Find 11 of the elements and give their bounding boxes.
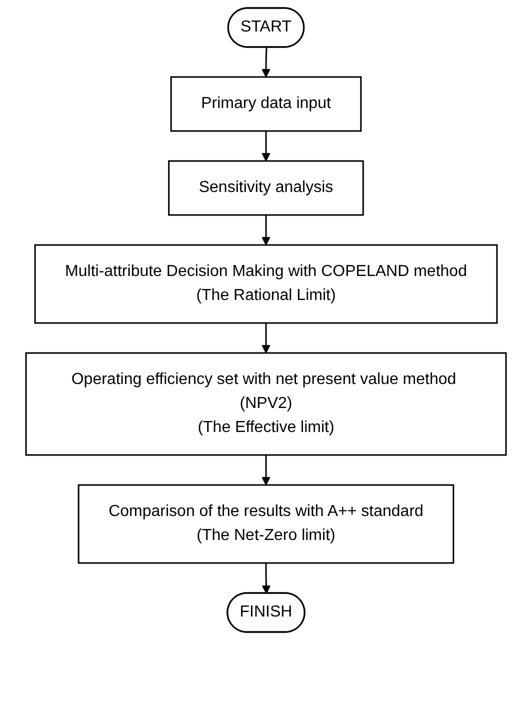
arrow <box>261 131 270 162</box>
arrow <box>261 455 270 486</box>
arrow <box>261 323 270 354</box>
node-box: Comparison of the results with A++ standard (The Net-Zero limit) <box>77 484 454 564</box>
arrow <box>261 215 270 246</box>
node-box: Sensitivity analysis <box>168 160 364 216</box>
node-box: Primary data input <box>170 76 362 132</box>
node-box: Multi-attribute Decision Making with COPELAND method (The Rational Limit) <box>34 244 498 324</box>
arrow <box>261 47 270 78</box>
node-box: Operating efficiency set with net present value method (NPV2) (The Effective limit) <box>24 352 506 456</box>
arrow <box>261 563 270 594</box>
